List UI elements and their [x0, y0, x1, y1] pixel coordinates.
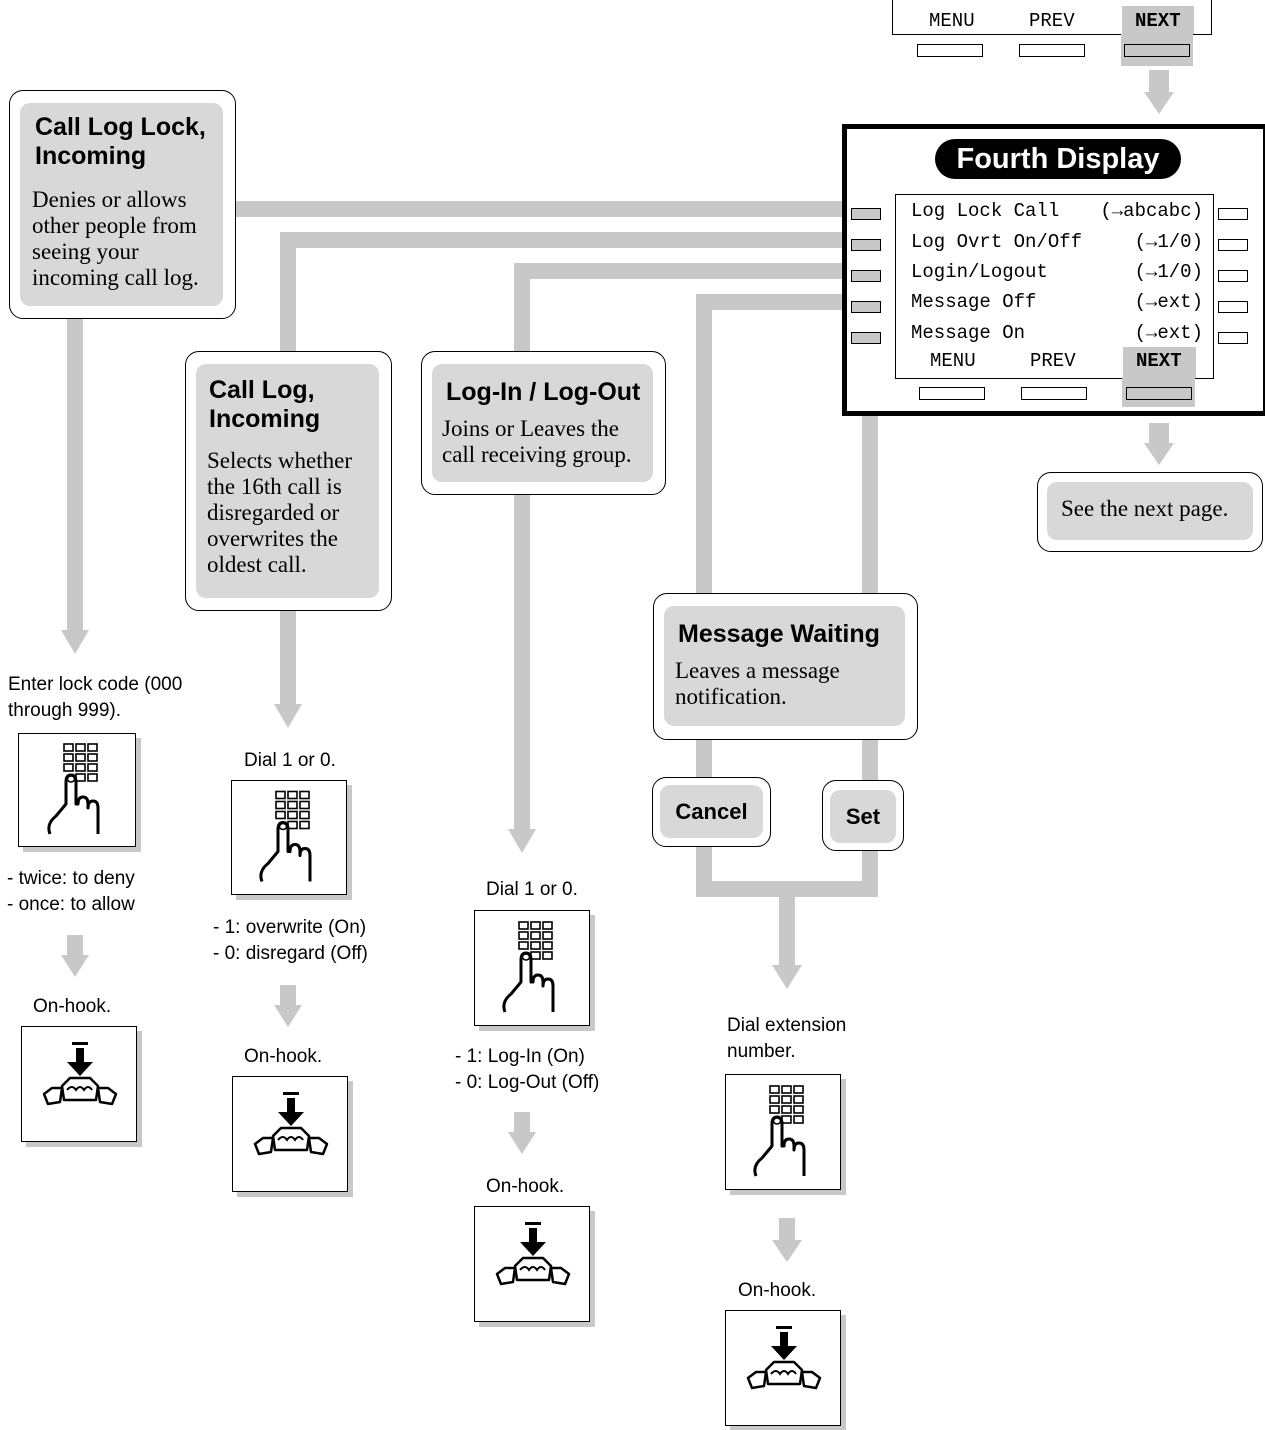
lcd-row-message-off: Message Off (→ext) [911, 288, 1211, 316]
onhook-icon-2 [232, 1076, 348, 1192]
row-value: (→ext) [1134, 322, 1203, 344]
call-log-incoming-note1: - 1: overwrite (On) [213, 917, 367, 938]
display-prev-key[interactable] [1021, 387, 1087, 400]
right-key-3[interactable] [1218, 270, 1248, 282]
on-hook-icon [746, 1324, 822, 1390]
left-key-4[interactable] [851, 301, 881, 313]
keypad-hand-icon [47, 742, 100, 836]
right-key-2[interactable] [1218, 239, 1248, 251]
onhook-icon-1 [21, 1026, 137, 1142]
display-menu-key[interactable] [919, 387, 985, 400]
call-log-lock-title: Call Log Lock, Incoming [35, 113, 206, 170]
on-hook-icon [495, 1220, 571, 1286]
row-value: (→ext) [1134, 291, 1203, 313]
display-next-key[interactable] [1126, 387, 1192, 400]
fourth-display: Fourth Display Log Lock Call (→abcabc) L… [842, 124, 1265, 416]
call-log-incoming-box: Call Log, Incoming Selects whether the 1… [185, 351, 392, 611]
top-prev-key[interactable] [1019, 44, 1085, 57]
on-hook-icon [42, 1040, 118, 1106]
message-waiting-step1: Dial extension number. [727, 1015, 847, 1062]
left-key-5[interactable] [851, 332, 881, 344]
lcd-row-login: Login/Logout (→1/0) [911, 258, 1211, 286]
right-key-4[interactable] [1218, 301, 1248, 313]
top-menu-key[interactable] [917, 44, 983, 57]
row-value: (→abcabc) [1100, 200, 1203, 222]
call-log-lock-step1: Enter lock code (000 through 999). [8, 674, 183, 721]
set-button-label: Set [830, 790, 896, 843]
lcd-menu-label: MENU [930, 350, 976, 372]
lcd-row-log-lock: Log Lock Call (→abcabc) [911, 197, 1211, 225]
cancel-button-label: Cancel [660, 785, 763, 838]
lcd-next-label: NEXT [1136, 350, 1182, 372]
call-log-incoming-title: Call Log, Incoming [209, 376, 321, 433]
row-label: Message Off [911, 291, 1037, 313]
call-log-incoming-step2: On-hook. [244, 1046, 323, 1067]
call-log-lock-box: Call Log Lock, Incoming Denies or allows… [9, 90, 236, 319]
call-log-incoming-note2: - 0: disregard (Off) [213, 943, 368, 964]
on-hook-icon [253, 1090, 329, 1156]
call-log-lock-note1: - twice: to deny [7, 868, 135, 889]
row-label: Message On [911, 322, 1026, 344]
top-next-key[interactable] [1124, 44, 1190, 57]
cancel-button[interactable]: Cancel [652, 777, 771, 847]
message-waiting-inner: Message Waiting Leaves a message notific… [664, 606, 905, 726]
row-value: (→1/0) [1134, 261, 1203, 283]
login-logout-box: Log-In / Log-Out Joins or Leaves the cal… [421, 351, 666, 495]
login-logout-inner: Log-In / Log-Out Joins or Leaves the cal… [432, 364, 653, 482]
call-log-lock-desc: Denies or allows other people from seein… [32, 187, 199, 290]
message-waiting-title: Message Waiting [678, 620, 880, 648]
left-key-3[interactable] [851, 270, 881, 282]
call-log-incoming-step1: Dial 1 or 0. [244, 750, 336, 771]
onhook-icon-4 [725, 1310, 841, 1426]
row-label: Log Lock Call [911, 200, 1060, 222]
set-button[interactable]: Set [822, 780, 904, 851]
right-key-5[interactable] [1218, 332, 1248, 344]
login-logout-title: Log-In / Log-Out [446, 378, 641, 406]
lcd-prev-label: PREV [1030, 350, 1076, 372]
keypad-icon-2 [231, 780, 347, 895]
top-display-fragment: MENU PREV NEXT [892, 0, 1212, 35]
lcd-row-message-on: Message On (→ext) [911, 319, 1211, 347]
login-logout-note2: - 0: Log-Out (Off) [455, 1072, 600, 1093]
onhook-icon-3 [474, 1206, 590, 1322]
see-next-text: See the next page. [1061, 496, 1229, 521]
message-waiting-box: Message Waiting Leaves a message notific… [653, 593, 918, 740]
keypad-icon-4 [725, 1074, 841, 1190]
right-key-1[interactable] [1218, 208, 1248, 220]
left-key-1[interactable] [851, 208, 881, 220]
keypad-icon-1 [18, 733, 136, 847]
top-menu-label: MENU [929, 10, 975, 32]
message-waiting-desc: Leaves a message notification. [675, 658, 840, 709]
row-label: Log Ovrt On/Off [911, 231, 1083, 253]
keypad-icon-3 [474, 910, 590, 1026]
see-next-page-box: See the next page. [1037, 472, 1263, 552]
login-logout-step2: On-hook. [486, 1176, 565, 1197]
left-key-2[interactable] [851, 239, 881, 251]
display-title: Fourth Display [935, 139, 1181, 179]
call-log-incoming-inner: Call Log, Incoming Selects whether the 1… [196, 364, 379, 598]
message-waiting-step2: On-hook. [738, 1280, 817, 1301]
lcd-next-highlight [1123, 347, 1196, 378]
see-next-inner: See the next page. [1047, 482, 1253, 540]
call-log-lock-inner: Call Log Lock, Incoming Denies or allows… [20, 103, 223, 306]
call-log-lock-note2: - once: to allow [7, 894, 135, 915]
keypad-hand-icon [259, 790, 312, 883]
keypad-hand-icon [753, 1084, 806, 1178]
keypad-hand-icon [502, 920, 555, 1014]
lcd-row-log-ovrt: Log Ovrt On/Off (→1/0) [911, 228, 1211, 256]
login-logout-step1: Dial 1 or 0. [486, 879, 578, 900]
login-logout-note1: - 1: Log-In (On) [455, 1046, 585, 1067]
lcd-screen: Log Lock Call (→abcabc) Log Ovrt On/Off … [895, 194, 1214, 379]
top-prev-label: PREV [1029, 10, 1075, 32]
top-next-highlight [1122, 6, 1194, 34]
call-log-incoming-desc: Selects whether the 16th call is disrega… [207, 448, 352, 577]
row-value: (→1/0) [1134, 231, 1203, 253]
call-log-lock-step2: On-hook. [33, 996, 112, 1017]
top-next-label: NEXT [1135, 10, 1181, 32]
login-logout-desc: Joins or Leaves the call receiving group… [442, 416, 632, 467]
row-label: Login/Logout [911, 261, 1048, 283]
